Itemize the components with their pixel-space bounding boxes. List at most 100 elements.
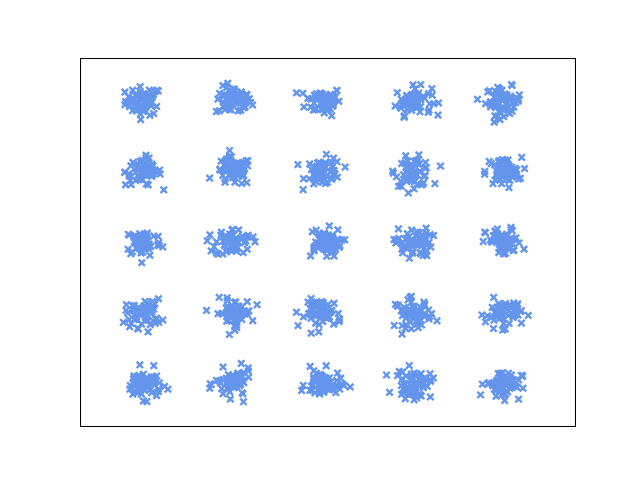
scatter-point-r2-c1 [203,236,212,245]
scatter-point-r4-c0 [152,371,161,381]
scatter-point-r3-c3 [404,309,413,318]
scatter-point-r3-c1 [223,296,232,305]
scatter-point-r2-c3 [418,239,427,249]
scatter-point-r3-c0 [148,297,157,306]
scatter-point-r4-c4 [511,382,520,391]
scatter-point-r2-c2 [325,243,335,252]
scatter-point-r2-c0 [128,247,137,256]
scatter-point-r1-c2 [330,169,339,178]
scatter-point-r4-c2 [338,379,347,388]
scatter-point-r4-c4 [514,395,523,404]
scatter-point-r3-c0 [129,306,138,315]
scatter-point-r2-c1 [212,237,221,246]
scatter-point-r3-c3 [398,329,407,339]
scatter-point-r2-c3 [422,224,431,233]
scatter-point-r2-c0 [125,230,134,239]
scatter-point-r0-c1 [218,81,227,90]
scatter-point-r0-c2 [320,92,329,101]
scatter-point-r1-c2 [326,167,335,176]
scatter-point-r4-c3 [405,361,414,370]
scatter-point-r3-c2 [334,309,343,318]
scatter-point-r4-c4 [502,374,511,383]
scatter-point-r2-c2 [316,238,325,247]
scatter-point-r4-c1 [206,379,215,388]
scatter-point-r3-c1 [202,306,211,315]
scatter-point-r4-c0 [135,360,144,369]
scatter-point-r4-c3 [426,392,435,401]
scatter-point-r3-c4 [494,303,503,312]
scatter-point-r4-c3 [426,369,435,378]
scatter-point-r4-c2 [299,381,308,390]
scatter-point-r4-c1 [224,385,233,394]
scatter-point-r0-c0 [136,82,145,91]
scatter-point-r4-c1 [216,378,225,388]
scatter-point-r1-c0 [120,168,129,177]
scatter-point-r1-c3 [388,167,397,176]
scatter-point-r2-c1 [238,232,247,241]
scatter-point-r1-c2 [329,154,338,163]
scatter-point-r1-c2 [299,185,308,194]
scatter-point-r4-c1 [228,374,237,383]
scatter-point-r1-c0 [147,172,156,181]
scatter-point-r1-c1 [225,146,234,155]
scatter-point-r2-c3 [416,249,425,258]
scatter-point-r2-c2 [333,234,342,244]
scatter-point-r3-c0 [146,320,155,329]
scatter-point-r3-c2 [327,306,336,315]
scatter-point-r1-c1 [215,165,224,174]
scatter-point-r2-c2 [333,225,342,234]
scatter-point-r1-c1 [222,155,231,164]
scatter-point-r2-c3 [429,231,438,240]
scatter-point-r3-c0 [146,309,155,318]
scatter-point-r4-c0 [146,385,155,394]
scatter-point-r1-c3 [412,170,421,179]
scatter-point-r2-c3 [405,240,414,249]
scatter-point-r3-c4 [501,299,510,308]
scatter-point-r3-c1 [223,312,232,321]
scatter-point-r3-c0 [143,316,152,325]
scatter-point-r1-c1 [233,164,242,173]
scatter-point-r1-c2 [311,177,320,186]
scatter-point-r2-c2 [323,237,332,247]
scatter-points [119,79,533,406]
scatter-point-r2-c1 [243,231,253,240]
scatter-point-r4-c0 [142,397,151,406]
scatter-point-r0-c4 [473,95,482,104]
scatter-point-r3-c4 [512,301,522,310]
scatter-point-r4-c3 [385,388,394,397]
scatter-point-r0-c3 [434,98,443,107]
scatter-point-r3-c0 [134,308,143,317]
scatter-point-r2-c4 [498,242,507,251]
scatter-point-r1-c3 [404,188,413,198]
scatter-point-r0-c4 [486,97,495,106]
scatter-point-r3-c4 [499,319,508,328]
scatter-point-r3-c0 [141,297,150,306]
scatter-point-r1-c4 [516,174,525,183]
scatter-point-r3-c2 [299,312,308,321]
scatter-point-r3-c2 [335,315,344,324]
scatter-point-r2-c4 [491,227,500,236]
scatter-point-r3-c2 [314,327,323,336]
scatter-point-r0-c3 [407,90,416,99]
scatter-point-r3-c0 [122,306,131,315]
scatter-point-r2-c0 [145,251,154,260]
scatter-point-r1-c4 [504,183,514,192]
scatter-point-r1-c1 [242,156,251,165]
scatter-point-r0-c4 [507,81,517,90]
scatter-point-r3-c2 [306,314,316,323]
scatter-point-r2-c2 [335,243,344,252]
scatter-point-r4-c2 [331,382,340,391]
scatter-point-r2-c4 [519,245,529,254]
scatter-point-r4-c4 [497,373,506,382]
scatter-point-r0-c3 [433,111,443,120]
scatter-point-r2-c1 [249,232,258,241]
scatter-point-r4-c1 [218,362,228,372]
scatter-point-r1-c3 [430,179,439,188]
scatter-point-r0-c4 [490,118,499,127]
scatter-point-r4-c4 [518,384,528,393]
scatter-point-r3-c2 [329,319,338,329]
scatter-point-r3-c1 [233,302,242,311]
scatter-point-r2-c3 [403,229,412,238]
scatter-point-r0-c2 [327,111,336,120]
scatter-point-r3-c2 [293,321,303,330]
